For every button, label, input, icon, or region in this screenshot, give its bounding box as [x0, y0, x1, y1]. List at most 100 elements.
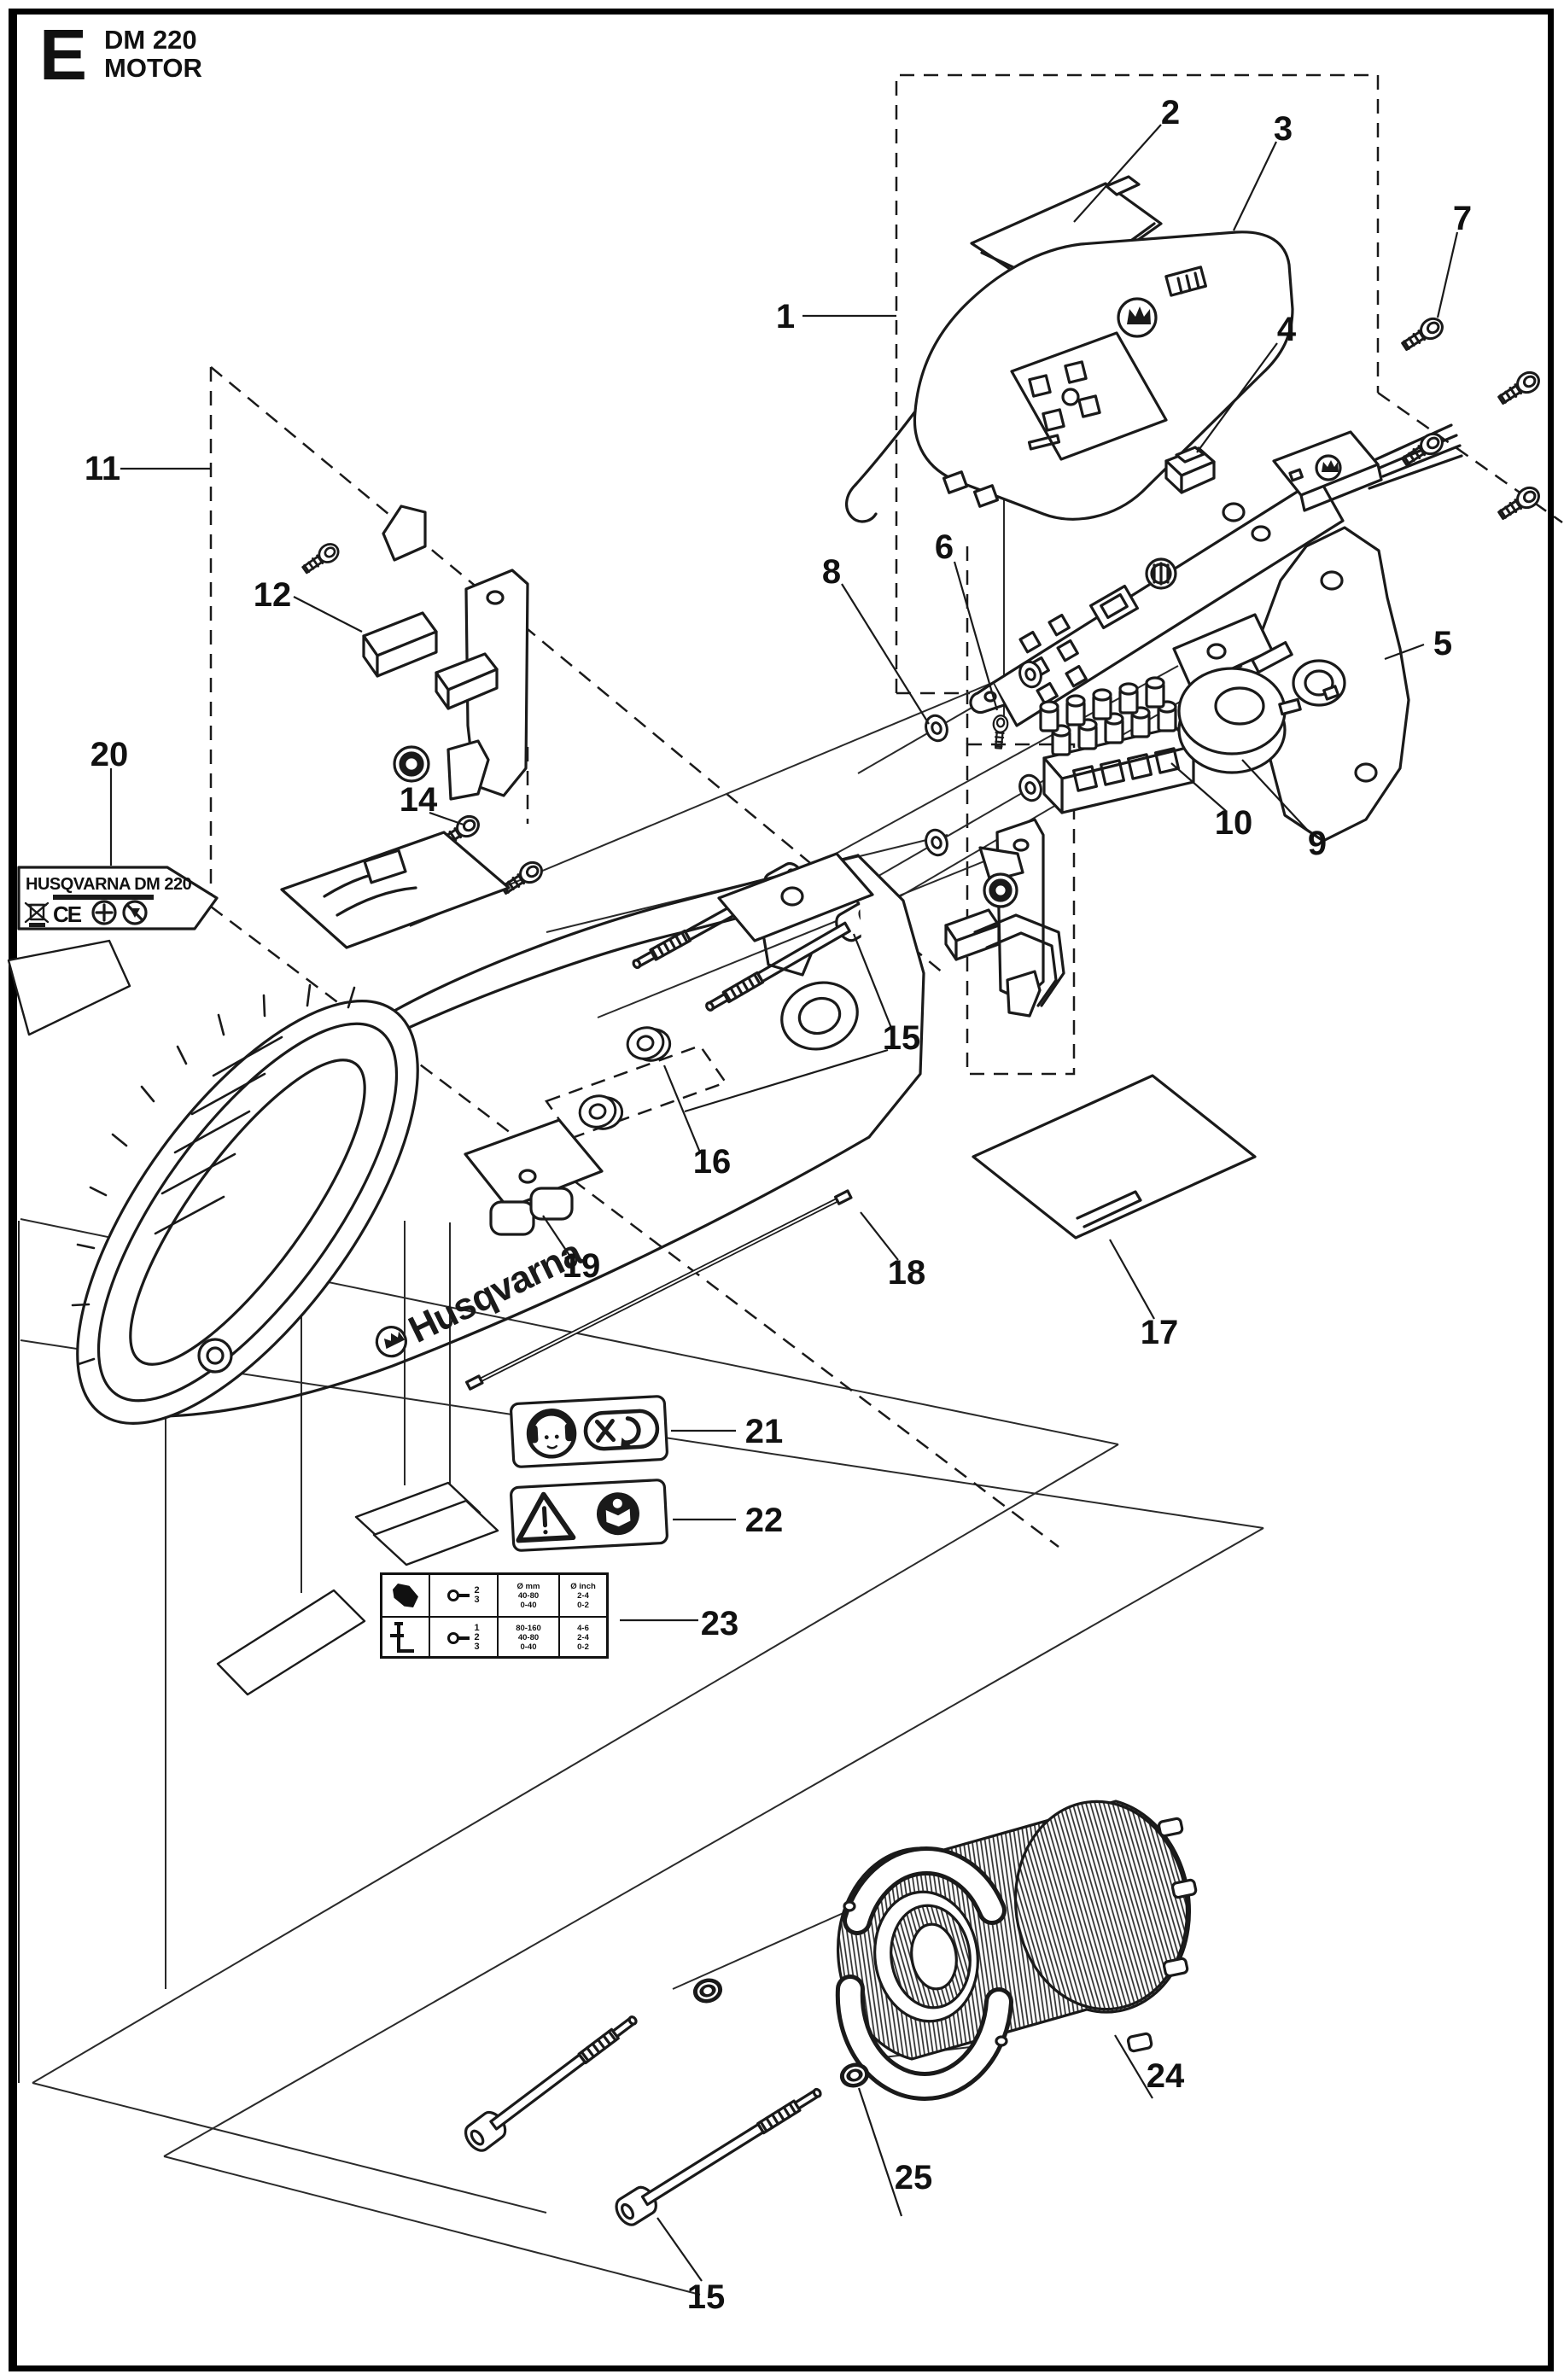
- callout-24: 24: [1147, 2057, 1185, 2095]
- model-name: DM 220: [104, 25, 197, 55]
- read-manual-icon: [596, 1492, 639, 1536]
- cert-mark-2-icon: [122, 900, 148, 925]
- inch-header: Ø inch: [570, 1581, 596, 1591]
- stand-cell: [382, 1618, 430, 1658]
- inner-slots: [154, 1035, 283, 1235]
- handheld-cell: [382, 1575, 430, 1618]
- callout-2: 2: [1161, 94, 1180, 131]
- inch-val: 4-6: [577, 1624, 589, 1633]
- leader-9: [1241, 759, 1310, 832]
- nameplate-decal: [17, 866, 219, 930]
- drill-stand-icon: [390, 1621, 414, 1653]
- callout-1: 1: [776, 298, 795, 335]
- callout-9: 9: [1308, 825, 1327, 862]
- ear-protection-decal: [510, 1395, 668, 1468]
- crown-logo-icon: [1117, 297, 1158, 338]
- construction-planes: [18, 482, 1264, 2295]
- gear-num: 1: [474, 1623, 480, 1633]
- leader-10: [1170, 762, 1227, 812]
- push-button-block: [1164, 446, 1216, 494]
- leader-15b: [657, 2217, 703, 2282]
- power-switch: [1088, 584, 1140, 630]
- nameplate-title: HUSQVARNA DM 220: [26, 875, 192, 894]
- screws-7: [1398, 313, 1544, 525]
- cooling-fins: [71, 983, 356, 1366]
- page-header: E DM 220 MOTOR: [39, 19, 202, 90]
- leader-lines: [109, 124, 1459, 2282]
- gear-key-icon: [447, 1631, 470, 1644]
- mm-val: 0-40: [520, 1642, 537, 1652]
- leader-14: [429, 811, 464, 826]
- callout-22: 22: [745, 1502, 784, 1539]
- gear-cell-row2: 1 2 3: [430, 1618, 499, 1658]
- inch-val: 0-2: [577, 1600, 589, 1610]
- cert-mark-1-icon: [91, 900, 117, 925]
- prohibition-icon: [583, 1409, 660, 1451]
- callout-19: 19: [563, 1247, 601, 1285]
- grommet-ring: [1177, 641, 1302, 774]
- leader-2: [1073, 124, 1162, 223]
- mm-val: 0-40: [520, 1600, 537, 1610]
- callout-23: 23: [701, 1605, 739, 1642]
- spring-clip: [973, 913, 1065, 1007]
- housing-brand-logo: Husqvarna: [375, 1231, 589, 1358]
- callout-numbers: 1 2 3 4 5 6 7 8 9 10 11 12 14 15 16 17 1…: [85, 94, 1472, 2316]
- callout-16: 16: [693, 1143, 732, 1181]
- mm-cell-row1: Ø mm 40-80 0-40: [499, 1575, 560, 1618]
- leader-15a: [852, 933, 893, 1029]
- blank-decal-sheets: [7, 939, 499, 1696]
- handheld-drill-icon: [393, 1584, 418, 1607]
- mm-val: 40-80: [517, 1633, 540, 1642]
- callout-12: 12: [254, 576, 292, 614]
- keypad-window: [1010, 331, 1168, 461]
- gasket-sheet: [972, 1074, 1257, 1240]
- inch-cell-row2: 4-6 2-4 0-2: [560, 1618, 606, 1658]
- callout-3: 3: [1274, 110, 1293, 148]
- leader-25: [857, 2087, 903, 2217]
- leader-4: [1196, 342, 1278, 453]
- inch-cell-row1: Ø inch 2-4 0-2: [560, 1575, 606, 1618]
- callout-6: 6: [935, 528, 954, 566]
- gear-num: 2: [474, 1632, 480, 1642]
- callout-25: 25: [895, 2159, 933, 2196]
- sheet-title: MOTOR: [104, 53, 202, 83]
- warning-triangle-icon: [516, 1491, 576, 1543]
- gear-num: 3: [474, 1595, 480, 1605]
- leader-15a2: [684, 1048, 889, 1113]
- leader-3: [1233, 141, 1277, 231]
- spacers-16: [575, 1020, 675, 1136]
- leader-5: [1384, 643, 1425, 661]
- mm-val: 80-160: [516, 1624, 541, 1633]
- callout-20: 20: [90, 736, 129, 773]
- switch-pcb-assembly: [969, 423, 1463, 727]
- gear-cell-row1: 2 3: [430, 1575, 499, 1618]
- callout-21: 21: [745, 1413, 784, 1450]
- mounting-bracket: [1172, 526, 1410, 843]
- leader-6: [953, 561, 999, 711]
- callout-11: 11: [85, 450, 120, 487]
- callout-10: 10: [1215, 804, 1253, 842]
- leader-19: [542, 1215, 571, 1257]
- leader-17: [1109, 1239, 1155, 1320]
- ce-mark: CE: [53, 901, 82, 927]
- bolts-15-bottom: [464, 2015, 822, 2226]
- gear-key-icon: [447, 1590, 470, 1601]
- tie-rod: [465, 1189, 853, 1391]
- leader-8: [841, 583, 930, 725]
- callout-14: 14: [400, 781, 438, 819]
- leader-7: [1436, 231, 1459, 318]
- crown-logo-icon: [1315, 454, 1342, 481]
- housing-brand-text: Husqvarna: [402, 1231, 589, 1350]
- mm-val: 40-80: [517, 1590, 540, 1601]
- callout-7: 7: [1453, 200, 1472, 237]
- callout-17: 17: [1141, 1314, 1179, 1351]
- leader-16: [662, 1065, 702, 1153]
- warning-decal: [510, 1479, 668, 1552]
- mm-header: Ø mm: [516, 1581, 540, 1591]
- top-cover: [845, 230, 1294, 523]
- callout-15-bottom: 15: [687, 2278, 726, 2316]
- inch-val: 2-4: [577, 1633, 589, 1642]
- callout-5: 5: [1433, 625, 1452, 662]
